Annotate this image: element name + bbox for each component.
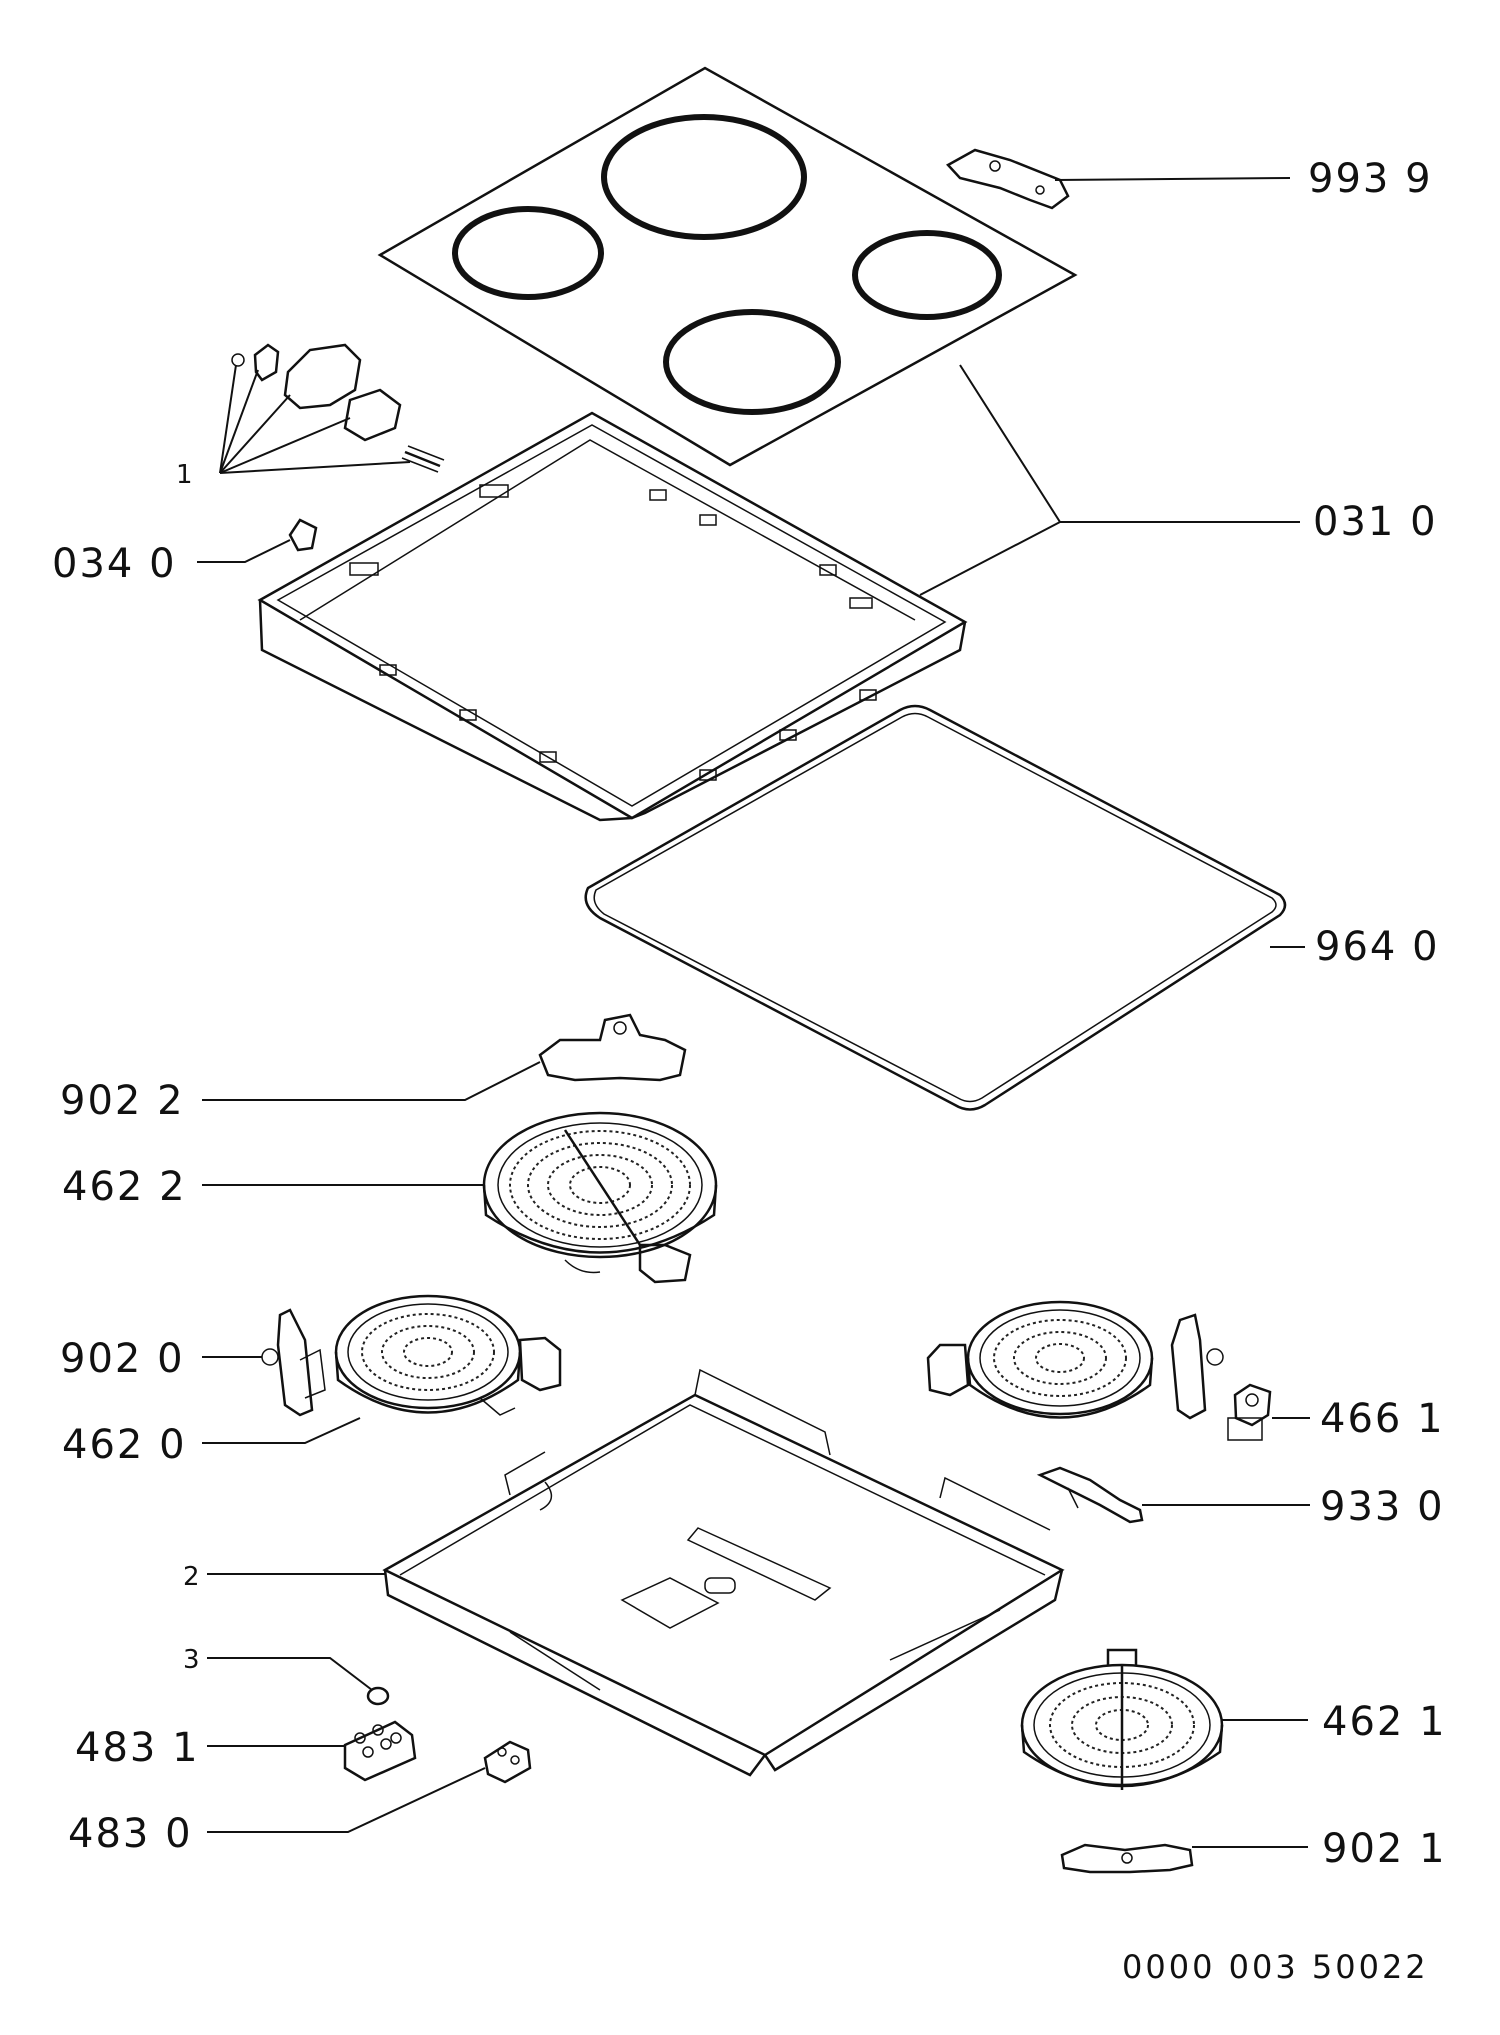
callout-034-0: 034 0: [52, 541, 177, 587]
reference-number: 0000 003 50022: [1122, 1948, 1429, 1986]
callout-902-2: 902 2: [60, 1078, 185, 1124]
bottom-tray: [382, 1368, 1065, 1777]
cap-part-3: [366, 1686, 390, 1706]
indicator-bracket-part: [946, 148, 1070, 210]
callout-483-1: 483 1: [75, 1725, 200, 1771]
callout-902-0: 902 0: [60, 1336, 185, 1382]
callout-902-1: 902 1: [1322, 1826, 1447, 1872]
callout-466-1: 466 1: [1320, 1396, 1445, 1442]
cooking-zone-front: [663, 309, 841, 415]
callout-462-1: 462 1: [1322, 1699, 1447, 1745]
ceramic-hob-top: [377, 66, 1078, 467]
bracket-902-0: [261, 1308, 326, 1417]
callout-031-0: 031 0: [1313, 499, 1438, 545]
radiant-heater-right: [926, 1300, 1224, 1420]
regulator-466-1: [1227, 1383, 1272, 1441]
callout-993-9: 993 9: [1308, 156, 1433, 202]
frame-seal: [584, 704, 1287, 1111]
cooking-zone-right: [852, 230, 1002, 320]
callout-483-0: 483 0: [68, 1811, 193, 1857]
callout-964-0: 964 0: [1315, 924, 1440, 970]
cooking-zone-left: [452, 206, 604, 300]
frame-clip-part: [288, 518, 318, 552]
terminal-block-483-1: [343, 1720, 417, 1782]
fixing-set-part: [231, 343, 445, 473]
callout-462-2: 462 2: [62, 1164, 187, 1210]
callout-2: 2: [183, 1562, 200, 1592]
sensor-933-0: [1036, 1466, 1144, 1524]
cooking-zone-large-back: [601, 114, 807, 240]
hob-frame: [257, 411, 968, 822]
leader-lines: [197, 177, 1310, 1848]
radiant-heater-462-1: [1020, 1648, 1224, 1790]
terminal-block-483-0: [483, 1740, 532, 1784]
radiant-heater-462-0: [334, 1294, 562, 1416]
radiant-heater-462-2: [482, 1111, 718, 1284]
bracket-902-2: [538, 1013, 687, 1082]
callout-3: 3: [183, 1645, 200, 1675]
bracket-902-1: [1060, 1843, 1194, 1874]
callout-462-0: 462 0: [62, 1422, 187, 1468]
callout-1: 1: [176, 460, 193, 490]
callout-labels: 993 9 031 0 034 0 1 964 0 902 2 462 2 90…: [52, 156, 1447, 1986]
callout-933-0: 933 0: [1320, 1484, 1445, 1530]
